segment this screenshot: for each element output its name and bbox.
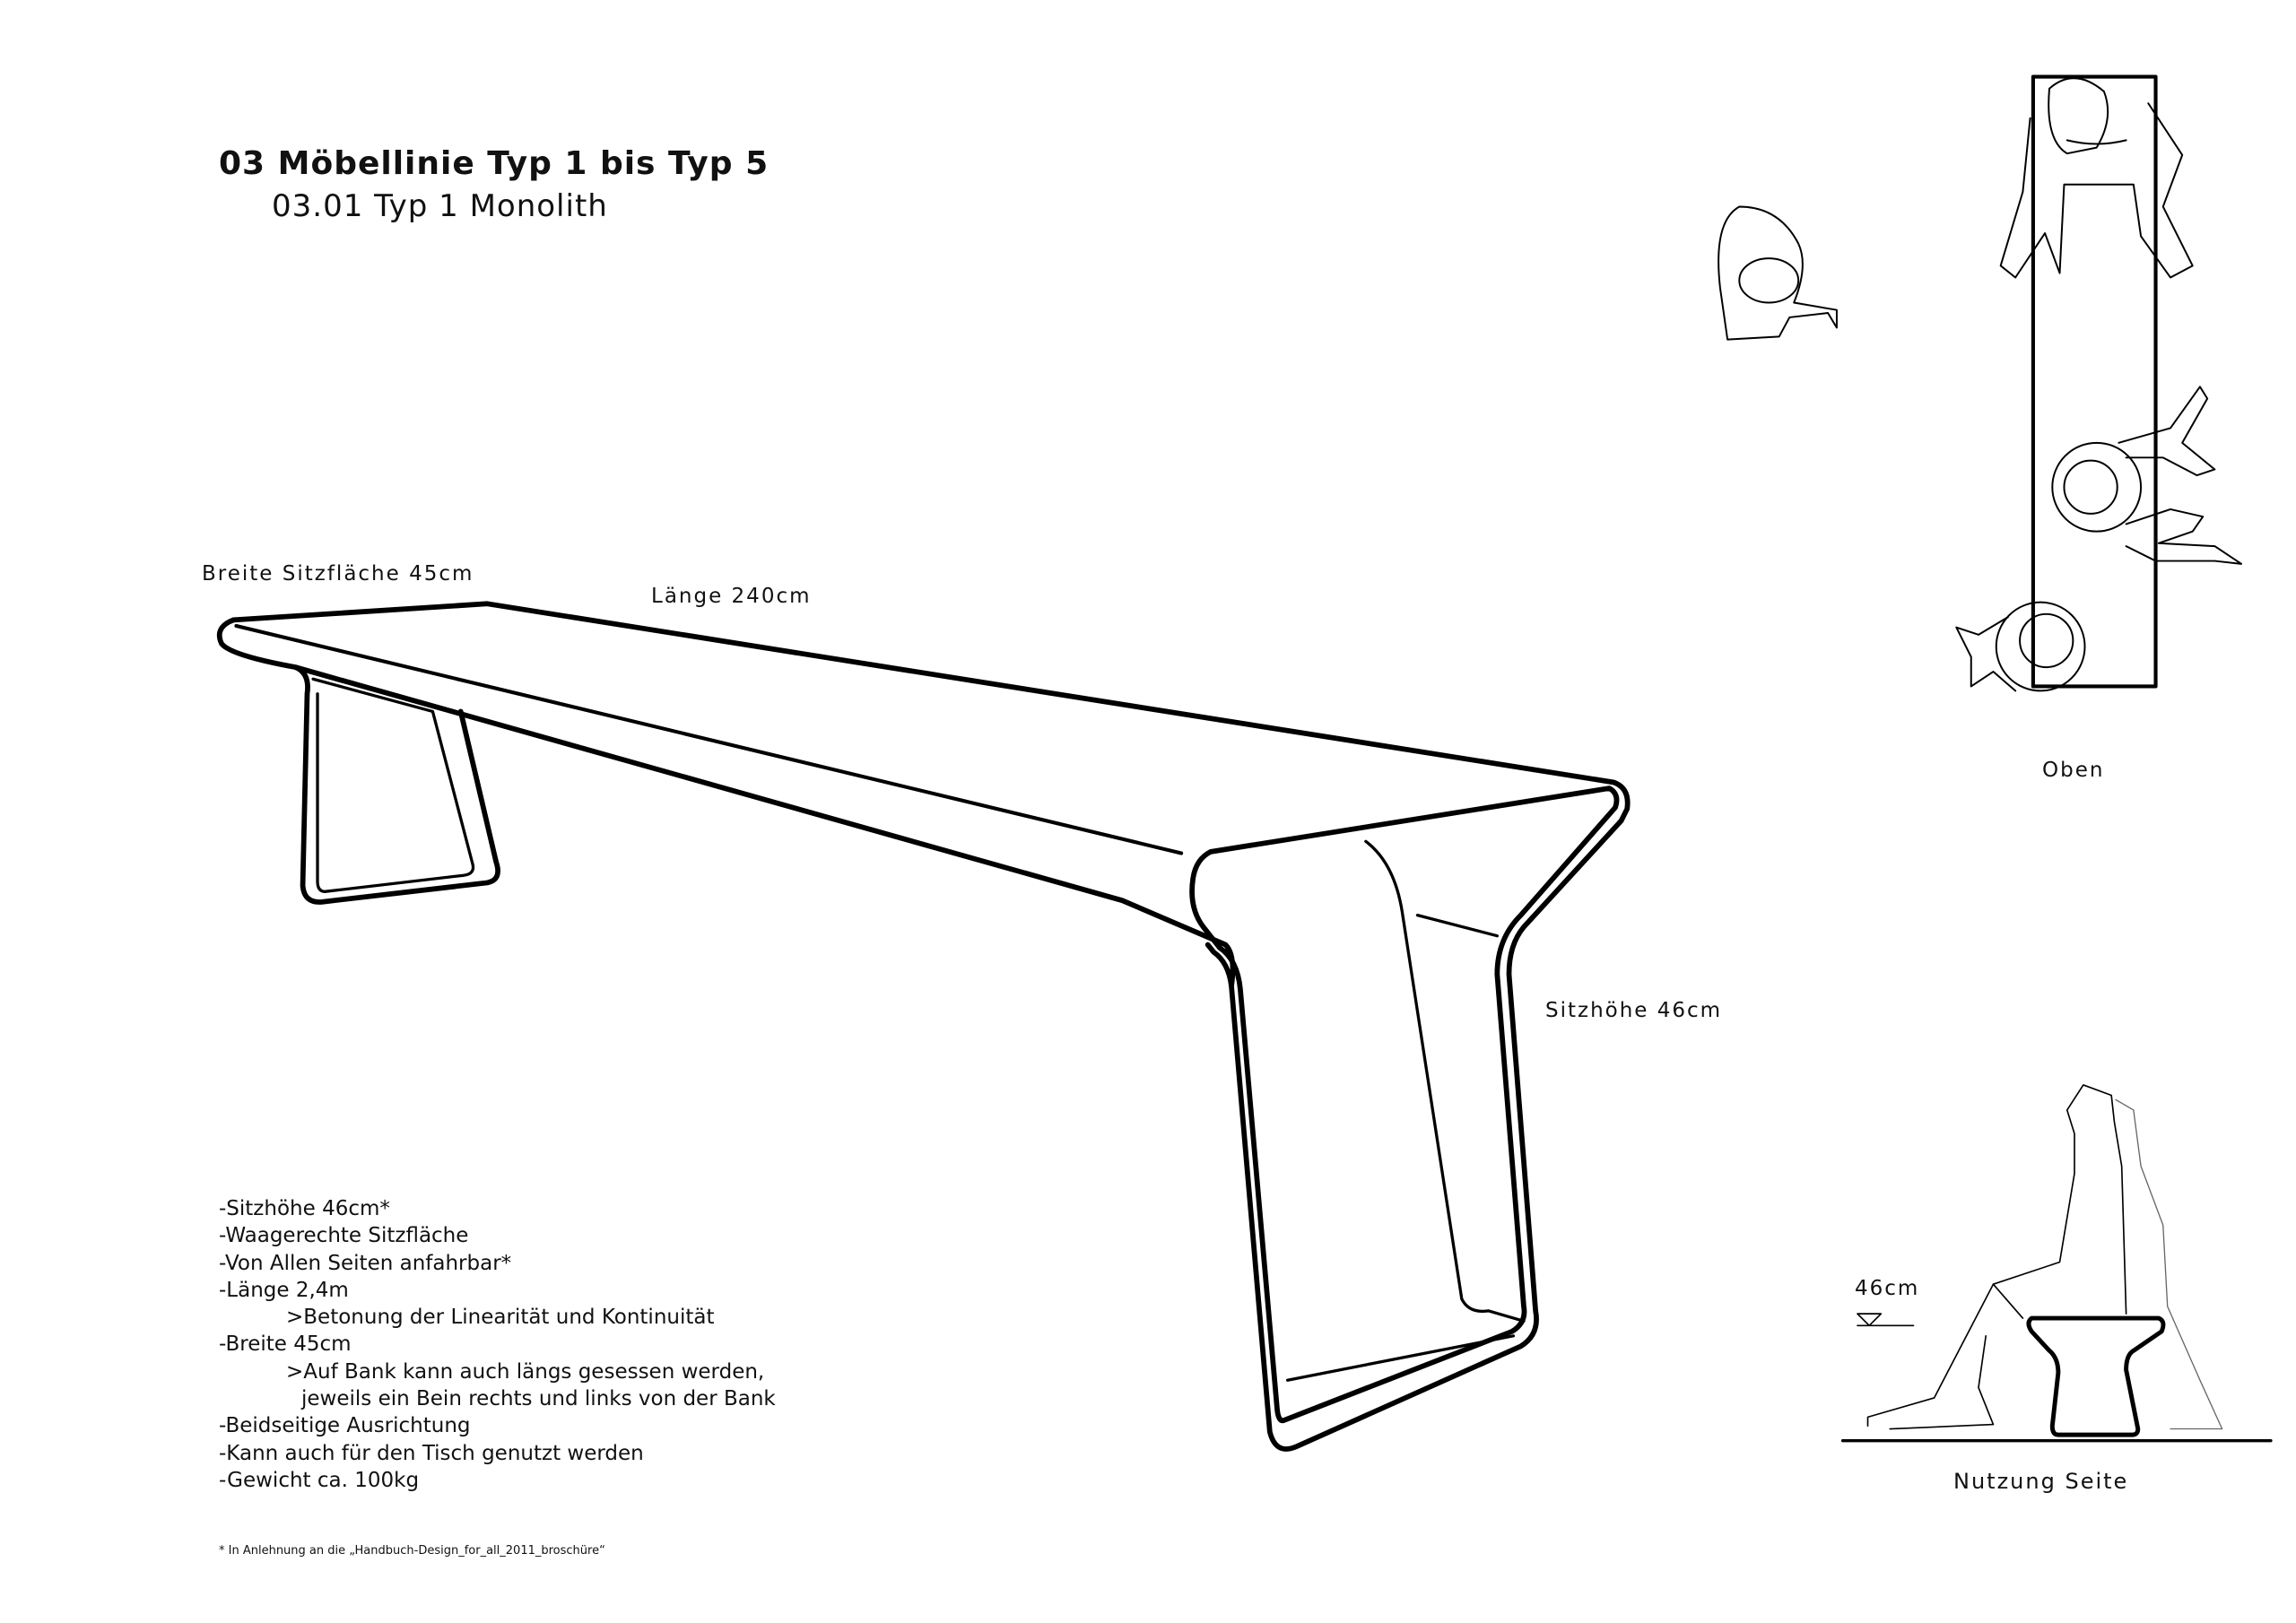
spec-subitem: >Auf Bank kann auch längs gesessen werde…: [286, 1359, 765, 1384]
spec-list: -Sitzhöhe 46cm* -Waagerechte Sitzfläche …: [219, 1195, 776, 1494]
length-dimension-label: Länge 240cm: [651, 585, 812, 608]
page-title: 03 Möbellinie Typ 1 bis Typ 5: [219, 145, 770, 182]
top-view-label: Oben: [2042, 759, 2105, 782]
width-dimension-label: Breite Sitzfläche 45cm: [202, 562, 474, 586]
spec-item: -Breite 45cm: [219, 1332, 352, 1357]
spec-subitem: >Betonung der Linearität und Kontinuität: [286, 1306, 715, 1330]
bench-perspective-drawing: [216, 601, 1631, 1452]
spec-item: -Beidseitige Ausrichtung: [219, 1414, 471, 1438]
spec-item: -Von Allen Seiten anfahrbar*: [219, 1251, 512, 1275]
top-view-drawing: [1718, 74, 2243, 692]
height-dimension-label: Sitzhöhe 46cm: [1545, 999, 1723, 1022]
spec-item: -Waagerechte Sitzfläche: [219, 1224, 469, 1248]
spec-item: -Sitzhöhe 46cm*: [219, 1197, 390, 1220]
side-view-label: Nutzung Seite: [1953, 1469, 2129, 1494]
spec-item: -Gewicht ca. 100kg: [219, 1468, 420, 1492]
page-subtitle: 03.01 Typ 1 Monolith: [272, 188, 608, 224]
spec-item: -Kann auch für den Tisch genutzt werden: [219, 1441, 644, 1465]
footnote: * In Anlehnung an die „Handbuch-Design_f…: [219, 1544, 605, 1558]
side-height-marker: 46cm: [1855, 1277, 1920, 1300]
side-view-drawing: [1840, 1084, 2273, 1443]
spec-item: -Länge 2,4m: [219, 1278, 349, 1302]
spec-subitem: jeweils ein Bein rechts und links von de…: [301, 1387, 776, 1411]
